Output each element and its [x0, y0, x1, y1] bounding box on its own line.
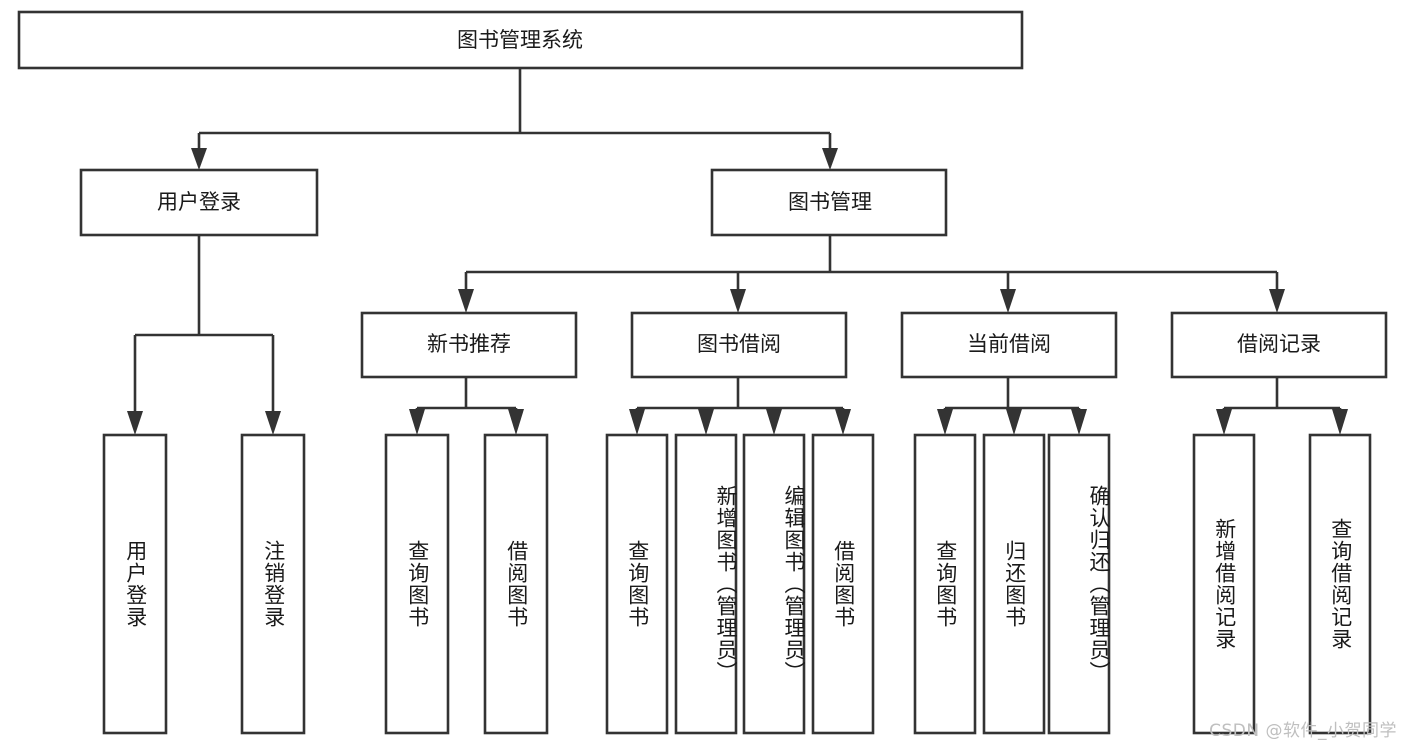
node-user-login-label: 用户登录 [157, 190, 241, 214]
arrow-head-leaf-borrow-record-2 [1332, 409, 1348, 435]
arrow-head-leaf-new-book-2 [508, 409, 524, 435]
arrow-head-leaf-current-borrow-2 [1006, 409, 1022, 435]
arrow-head-user-login [191, 148, 207, 170]
arrow-head-leaf-user-login-1 [127, 411, 143, 435]
node-book-borrow-box[interactable] [630, 311, 848, 379]
connector-group-user-login [127, 235, 281, 435]
leaf-group-user-login [102, 433, 306, 735]
leaf-box-user-login-2[interactable] [240, 433, 306, 735]
node-book-borrow[interactable]: 图书借阅 [630, 311, 848, 379]
arrow-head-leaf-book-borrow-1 [629, 409, 645, 435]
arrow-head-borrow-record [1269, 289, 1285, 313]
node-book-manage[interactable]: 图书管理 [710, 168, 948, 237]
leaf-box-book-borrow-2[interactable] [674, 433, 738, 735]
leaf-box-book-borrow-4[interactable] [811, 433, 875, 735]
leaf-box-current-borrow-1[interactable] [913, 433, 977, 735]
node-current-borrow-label: 当前借阅 [967, 332, 1051, 356]
node-user-login[interactable]: 用户登录 [79, 168, 319, 237]
leaf-box-book-borrow-1[interactable] [605, 433, 669, 735]
node-current-borrow[interactable]: 当前借阅 [900, 311, 1118, 379]
node-book-manage-label: 图书管理 [788, 190, 872, 214]
node-borrow-record[interactable]: 借阅记录 [1170, 311, 1388, 379]
node-new-book-rec[interactable]: 新书推荐 [360, 311, 578, 379]
leaf-box-borrow-record-1[interactable] [1192, 433, 1256, 735]
leaf-group-current-borrow [913, 433, 1111, 735]
connector-group-borrow-record [1216, 377, 1348, 435]
node-new-book-rec-label: 新书推荐 [427, 332, 511, 356]
connector-group-book-manage [458, 235, 1285, 313]
leaf-group-borrow-record [1192, 433, 1372, 735]
leaf-box-new-book-rec-1[interactable] [384, 433, 450, 735]
leaf-box-user-login-1[interactable] [102, 433, 168, 735]
arrow-head-leaf-book-borrow-2 [698, 409, 714, 435]
leaf-box-book-borrow-3[interactable] [742, 433, 806, 735]
arrow-head-leaf-book-borrow-4 [835, 409, 851, 435]
arrow-head-current-borrow [1000, 289, 1016, 313]
node-new-book-rec-box[interactable] [360, 311, 578, 379]
arrow-head-leaf-book-borrow-3 [766, 409, 782, 435]
node-borrow-record-label: 借阅记录 [1237, 332, 1321, 356]
arrow-head-book-manage [822, 148, 838, 170]
arrow-head-leaf-current-borrow-3 [1071, 409, 1087, 435]
arrow-head-leaf-user-login-2 [265, 411, 281, 435]
node-book-manage-box[interactable] [710, 168, 948, 237]
leaf-group-book-borrow [605, 433, 875, 735]
node-user-login-box[interactable] [79, 168, 319, 237]
connector-group-book-borrow [629, 377, 851, 435]
leaf-box-borrow-record-2[interactable] [1308, 433, 1372, 735]
node-book-borrow-label: 图书借阅 [697, 332, 781, 356]
arrow-head-new-book-rec [458, 289, 474, 313]
connector-group-new-book-rec [409, 377, 524, 435]
connector-group-root [191, 68, 838, 170]
arrow-head-leaf-borrow-record-1 [1216, 409, 1232, 435]
leaf-group-new-book-rec [384, 433, 549, 735]
leaf-box-current-borrow-3[interactable] [1047, 433, 1111, 735]
watermark-text: CSDN @软件_小贺同学 [1209, 721, 1397, 741]
node-root-label: 图书管理系统 [457, 28, 583, 52]
arrow-head-book-borrow [730, 289, 746, 313]
arrow-head-leaf-new-book-1 [409, 409, 425, 435]
connector-group-current-borrow [937, 377, 1087, 435]
node-current-borrow-box[interactable] [900, 311, 1118, 379]
arrow-head-leaf-current-borrow-1 [937, 409, 953, 435]
node-root[interactable]: 图书管理系统 [17, 10, 1024, 70]
node-root-box[interactable] [17, 10, 1024, 70]
leaf-box-current-borrow-2[interactable] [982, 433, 1046, 735]
leaf-box-new-book-rec-2[interactable] [483, 433, 549, 735]
node-borrow-record-box[interactable] [1170, 311, 1388, 379]
